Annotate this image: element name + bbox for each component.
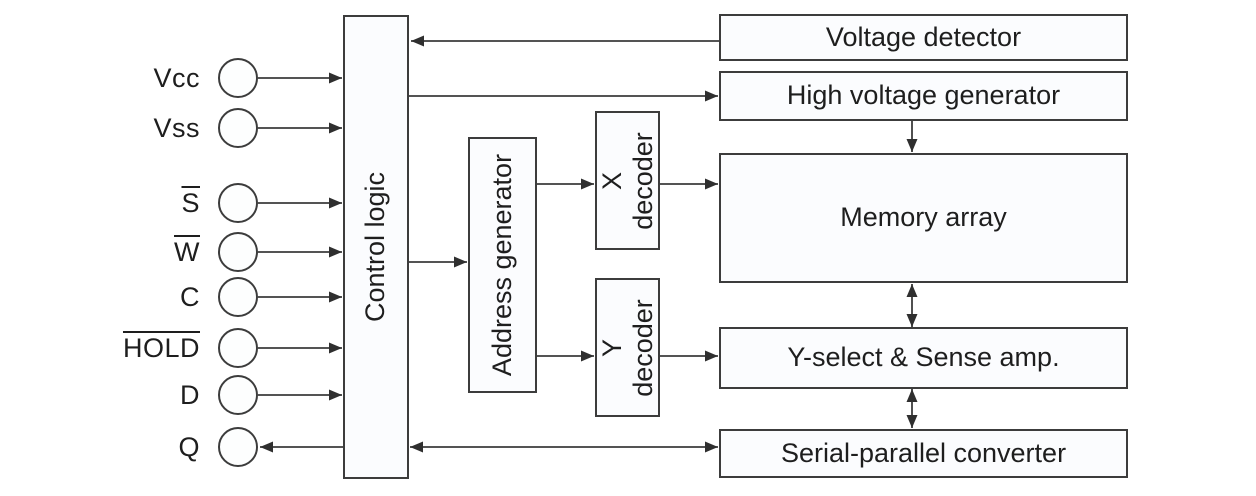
block-voltage-detector: Voltage detector (719, 14, 1128, 61)
block-x-decoder: X decoder (595, 111, 660, 250)
pin-terminal-c-icon (218, 277, 258, 317)
block-label: Address generator (486, 153, 517, 377)
pin-terminal-hold-icon (218, 328, 258, 368)
pin-label-hold: HOLD (122, 333, 200, 363)
block-label: Voltage detector (825, 21, 1022, 52)
pin-label-c: C (180, 282, 200, 312)
block-label: Control logic (360, 171, 391, 323)
block-label: Y-select & Sense amp. (787, 342, 1060, 373)
block-label: Serial-parallel converter (780, 437, 1067, 468)
pin-label-q: Q (178, 432, 200, 462)
block-label: Memory array (840, 202, 1007, 233)
block-y-select-sense-amp: Y-select & Sense amp. (719, 327, 1128, 389)
block-address-generator: Address generator (468, 137, 537, 393)
pin-label-s: S (181, 188, 200, 218)
block-y-decoder: Y decoder (595, 278, 660, 417)
block-label: Y decoder (596, 298, 658, 397)
pin-terminal-vcc-icon (218, 58, 258, 98)
block-high-voltage-generator: High voltage generator (719, 71, 1128, 121)
block-memory-array: Memory array (719, 153, 1128, 283)
pin-terminal-s-icon (218, 183, 258, 223)
block-serial-parallel-converter: Serial-parallel converter (719, 429, 1128, 478)
pin-terminal-vss-icon (218, 108, 258, 148)
block-label: X decoder (596, 131, 658, 230)
pin-terminal-w-icon (218, 232, 258, 272)
block-control-logic: Control logic (343, 15, 409, 479)
pin-label-w: W (174, 237, 200, 267)
pin-label-vcc: Vcc (153, 63, 200, 93)
pin-terminal-q-icon (218, 427, 258, 467)
pin-terminal-d-icon (218, 375, 258, 415)
block-label: High voltage generator (786, 80, 1061, 111)
pin-label-vss: Vss (153, 113, 200, 143)
pin-label-d: D (180, 380, 200, 410)
